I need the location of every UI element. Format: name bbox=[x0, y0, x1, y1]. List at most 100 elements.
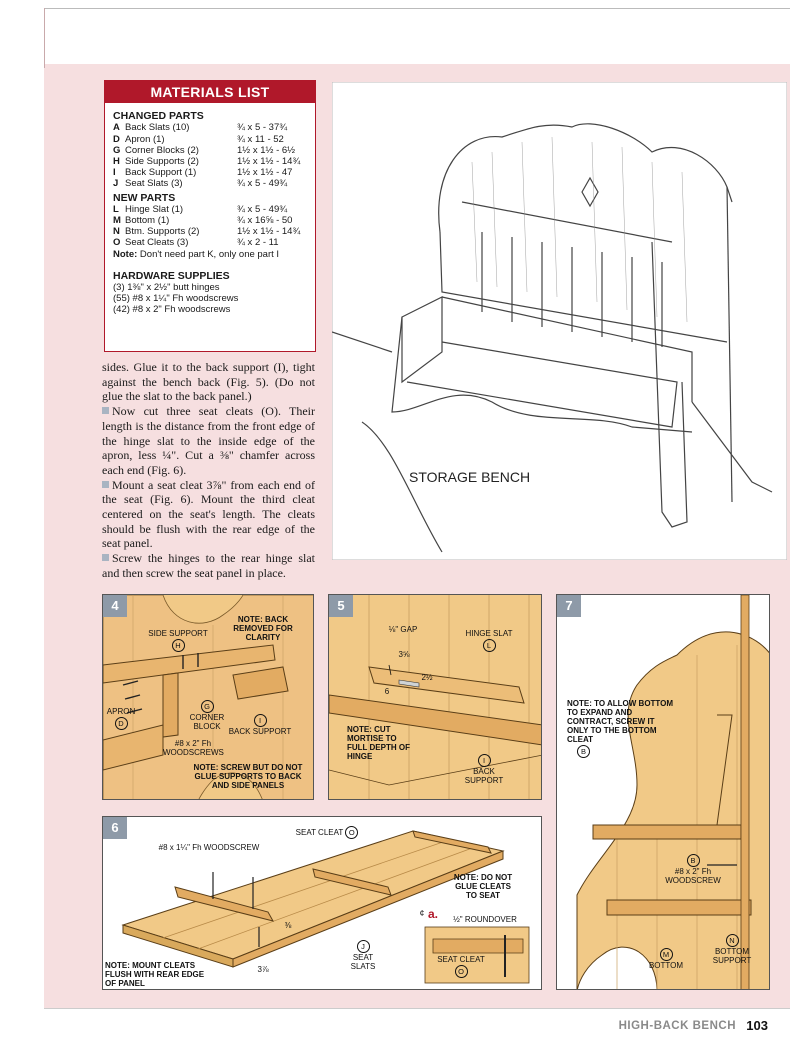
figure-7: 7 NOTE: TO ALLOW BOTTOM TO EXPAND AND CO… bbox=[556, 594, 770, 990]
part-name: Btm. Supports (2) bbox=[125, 226, 200, 238]
part-letter: H bbox=[113, 156, 120, 168]
fig6-detail-part-o: O bbox=[454, 965, 468, 978]
fig5-note-text: NOTE: CUT MORTISE TO FULL DEPTH OF HINGE bbox=[347, 725, 410, 761]
fig6-detail-letter-text: a. bbox=[427, 907, 438, 921]
part-name: Apron (1) bbox=[125, 133, 165, 145]
part-letter: N bbox=[113, 226, 120, 238]
part-name: Bottom (1) bbox=[125, 215, 170, 227]
part-name: Seat Slats (3) bbox=[125, 178, 183, 190]
fig5-dim-1: 3⅝ bbox=[398, 650, 410, 659]
fig6-screw-label: #8 x 1¼" Fh WOODSCREW bbox=[158, 843, 260, 852]
part-name: Back Support (1) bbox=[125, 167, 197, 179]
fig6-note: NOTE: DO NOT GLUE CLEATS TO SEAT bbox=[451, 873, 515, 900]
hardware-item: (55) #8 x 1¼" Fh woodscrews bbox=[113, 293, 239, 305]
figure-5-number: 5 bbox=[329, 595, 353, 617]
new-parts-heading: NEW PARTS bbox=[113, 191, 176, 204]
figure-6-illustration bbox=[103, 817, 541, 989]
fig5-part-l: L bbox=[482, 639, 496, 652]
fig6-detail-cleat-text: SEAT CLEAT bbox=[437, 955, 485, 964]
fig4-note-text: NOTE: BACK REMOVED FOR CLARITY bbox=[233, 615, 293, 642]
body-paragraph-3: Mount a seat cleat 3⅞" from each end of … bbox=[102, 478, 315, 552]
figure-4-illustration bbox=[103, 595, 313, 799]
body-paragraph-1: sides. Glue it to the back support (I), … bbox=[102, 360, 315, 404]
fig6-note-text: NOTE: DO NOT GLUE CLEATS TO SEAT bbox=[453, 873, 513, 900]
part-letter: L bbox=[113, 203, 119, 215]
figure-7-illustration bbox=[557, 595, 769, 989]
part-letter: O bbox=[113, 237, 121, 249]
part-dimensions: ¾ x 5 - 37¾ bbox=[237, 122, 288, 134]
part-dimensions: ¾ x 11 - 52 bbox=[237, 133, 284, 145]
fig4-corner-block-text: CORNER BLOCK bbox=[189, 713, 225, 731]
photo-caption: STORAGE BENCH bbox=[409, 469, 530, 485]
fig5-gap-label: ⅛" GAP bbox=[388, 625, 418, 634]
bullet-square-icon bbox=[102, 407, 109, 415]
changed-parts-heading: CHANGED PARTS bbox=[113, 110, 204, 123]
fig4-back-support-text: BACK SUPPORT bbox=[228, 727, 292, 736]
materials-row: D Apron (1) ¾ x 11 - 52 bbox=[113, 134, 307, 145]
part-name: Corner Blocks (2) bbox=[125, 144, 199, 156]
part-name: Back Slats (10) bbox=[125, 122, 190, 134]
fig6-detail-letter: a. bbox=[425, 907, 441, 921]
part-letter: D bbox=[113, 133, 120, 145]
part-dimensions: 1½ x 1½ - 6½ bbox=[237, 144, 296, 156]
fig5-part-i: I bbox=[477, 754, 491, 767]
body-paragraph-3-text: Mount a seat cleat 3⅞" from each end of … bbox=[102, 477, 315, 551]
fig7-part-b: B bbox=[577, 745, 590, 758]
fig4-part-i: I bbox=[253, 714, 267, 727]
fig4-part-h: H bbox=[171, 639, 185, 652]
fig7-part-m: M bbox=[659, 948, 673, 961]
materials-row: A Back Slats (10) ¾ x 5 - 37¾ bbox=[113, 122, 307, 133]
materials-row: O Seat Cleats (3) ¾ x 2 - 11 bbox=[113, 237, 307, 248]
fig6-part-j: J bbox=[356, 940, 370, 953]
part-name: Side Supports (2) bbox=[125, 156, 199, 168]
part-dimensions: ¾ x 2 - 11 bbox=[237, 237, 279, 249]
materials-note-label: Note: bbox=[113, 248, 138, 260]
part-dimensions: 1½ x 1½ - 14¾ bbox=[237, 226, 301, 238]
fig6-note2-text: NOTE: MOUNT CLEATS FLUSH WITH REAR EDGE … bbox=[105, 961, 205, 988]
body-text: sides. Glue it to the back support (I), … bbox=[102, 360, 315, 581]
part-name: Seat Cleats (3) bbox=[125, 237, 189, 249]
part-letter: M bbox=[113, 215, 121, 227]
fig4-note: NOTE: BACK REMOVED FOR CLARITY bbox=[223, 615, 303, 642]
part-letter: I bbox=[113, 167, 116, 179]
materials-note-text: Don't need part K, only one part I bbox=[139, 248, 280, 260]
fig7-screw-text: #8 x 2" Fh WOODSCREW bbox=[665, 867, 721, 885]
bullet-square-icon bbox=[102, 554, 109, 562]
fig5-note: NOTE: CUT MORTISE TO FULL DEPTH OF HINGE bbox=[347, 725, 419, 761]
part-letter: A bbox=[113, 122, 120, 134]
materials-note: Note: Don't need part K, only one part I bbox=[113, 249, 307, 260]
fig6-roundover: ½" ROUNDOVER bbox=[453, 915, 517, 924]
fig4-part-g: G bbox=[200, 700, 214, 713]
part-dimensions: 1½ x 1½ - 47 bbox=[237, 167, 293, 179]
fig4-part-d: D bbox=[114, 717, 128, 730]
fig4-note2-text: NOTE: SCREW BUT DO NOT GLUE SUPPORTS TO … bbox=[193, 763, 303, 790]
page-number: 103 bbox=[746, 1018, 768, 1033]
figure-4-number: 4 bbox=[103, 595, 127, 617]
figure-4: 4 NOTE: BACK REMOVED FOR CLARITY SIDE SU… bbox=[102, 594, 314, 800]
fig6-chamfer: ⅜ bbox=[284, 921, 292, 930]
fig7-part-b2: B bbox=[686, 854, 700, 867]
fig7-note: NOTE: TO ALLOW BOTTOM TO EXPAND AND CONT… bbox=[567, 699, 677, 758]
fig6-note2: NOTE: MOUNT CLEATS FLUSH WITH REAR EDGE … bbox=[105, 961, 205, 988]
body-paragraph-2: Now cut three seat cleats (O). Their len… bbox=[102, 404, 315, 478]
hardware-heading: HARDWARE SUPPLIES bbox=[113, 269, 230, 282]
storage-bench-sketch: STORAGE BENCH bbox=[332, 82, 787, 560]
hardware-item: (42) #8 x 2" Fh woodscrews bbox=[113, 304, 231, 316]
body-paragraph-4: Screw the hinges to the rear hinge slat … bbox=[102, 551, 315, 580]
figure-5-illustration bbox=[329, 595, 541, 799]
bullet-square-icon bbox=[102, 480, 109, 488]
materials-list-title: MATERIALS LIST bbox=[105, 81, 315, 104]
fig7-bottom-support-text: BOTTOM SUPPORT bbox=[712, 947, 752, 965]
